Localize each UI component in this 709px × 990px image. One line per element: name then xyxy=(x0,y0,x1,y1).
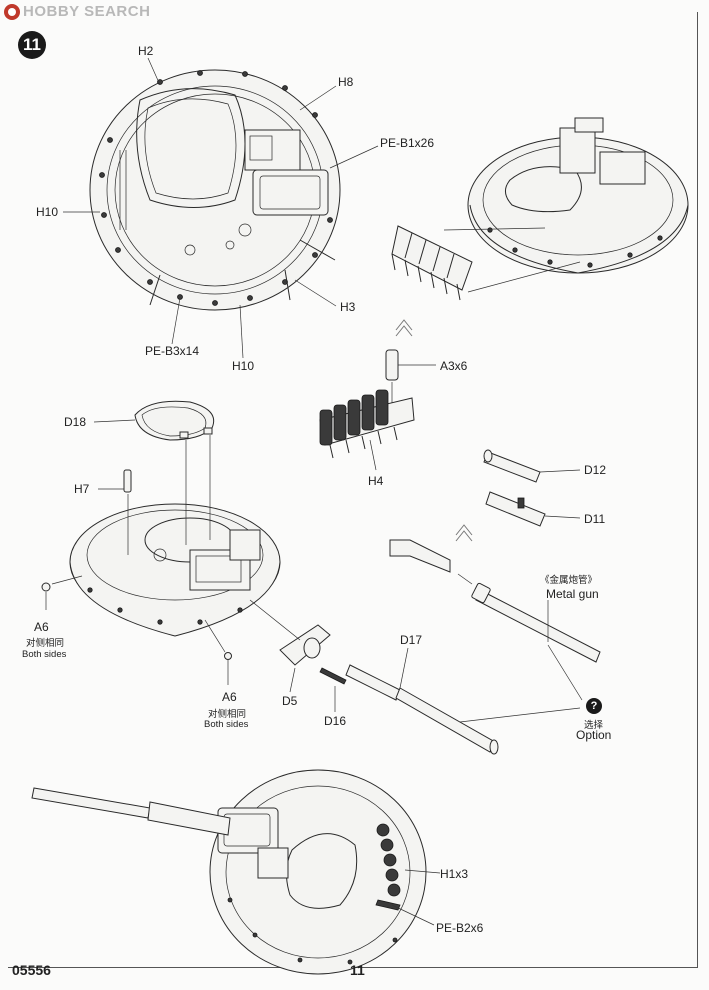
label-a3: A3x6 xyxy=(440,359,468,373)
part-d11 xyxy=(485,491,546,527)
part-d16 xyxy=(319,667,347,685)
direction-arrow-2 xyxy=(455,524,473,542)
turret-iso-view-top-right xyxy=(467,117,689,274)
label-option-en: Option xyxy=(576,728,612,742)
label-a6-left-cn: 对侧相同 xyxy=(26,638,65,649)
ammo-rack-h4 xyxy=(319,389,415,459)
watermark: HOBBY SEARCH xyxy=(4,3,150,20)
part-a6-left xyxy=(41,582,51,592)
turret-bottom-assembled xyxy=(209,769,427,975)
label-d18: D18 xyxy=(64,415,87,429)
option-icon: ? xyxy=(586,698,602,714)
gun-barrel-d17 xyxy=(345,664,499,755)
label-h8: H8 xyxy=(338,75,354,89)
direction-arrow-1 xyxy=(395,319,413,337)
turret-top-view xyxy=(89,69,341,311)
metal-gun-barrel xyxy=(389,539,601,663)
label-d5: D5 xyxy=(282,694,298,708)
label-d17: D17 xyxy=(400,633,423,647)
hatch-d18 xyxy=(134,400,215,441)
label-a6-middle-cn: 对侧相同 xyxy=(208,709,247,720)
label-a6-left-en: Both sides xyxy=(22,649,67,660)
turret-middle-assembly xyxy=(69,503,281,637)
part-h7 xyxy=(123,469,132,493)
label-d12: D12 xyxy=(584,463,607,477)
hobby-search-logo-icon xyxy=(4,3,20,20)
label-h10-bottom: H10 xyxy=(232,359,255,373)
mantlet-d5 xyxy=(279,624,331,666)
part-d12 xyxy=(483,449,541,483)
label-pe-b3: PE-B3x14 xyxy=(145,344,200,358)
ammo-rack-exploded xyxy=(391,225,473,301)
part-a6-middle xyxy=(224,652,232,660)
label-d11: D11 xyxy=(584,512,606,526)
label-h3: H3 xyxy=(340,300,356,314)
label-metal-gun-cn: 《金属炮管》 xyxy=(540,575,598,586)
label-metal-gun-en: Metal gun xyxy=(546,587,599,601)
gun-barrel-bottom xyxy=(31,787,231,836)
label-h4: H4 xyxy=(368,474,384,488)
step-number-badge: 11 xyxy=(18,31,46,59)
label-h2: H2 xyxy=(138,44,154,58)
label-a6-middle-en: Both sides xyxy=(204,719,249,730)
label-pe-b1: PE-B1x26 xyxy=(380,136,435,150)
label-h7: H7 xyxy=(74,482,90,496)
label-option-cn: 选择 xyxy=(584,720,604,731)
label-a6-left: A6 xyxy=(34,620,49,634)
label-a6-middle: A6 xyxy=(222,690,237,704)
watermark-text: HOBBY SEARCH xyxy=(23,3,151,20)
label-d16: D16 xyxy=(324,714,347,728)
label-pe-b2: PE-B2x6 xyxy=(436,921,484,935)
product-code: 05556 xyxy=(12,962,51,978)
page-number: 11 xyxy=(350,962,365,978)
label-h10-left: H10 xyxy=(36,205,59,219)
label-h1: H1x3 xyxy=(440,867,469,881)
